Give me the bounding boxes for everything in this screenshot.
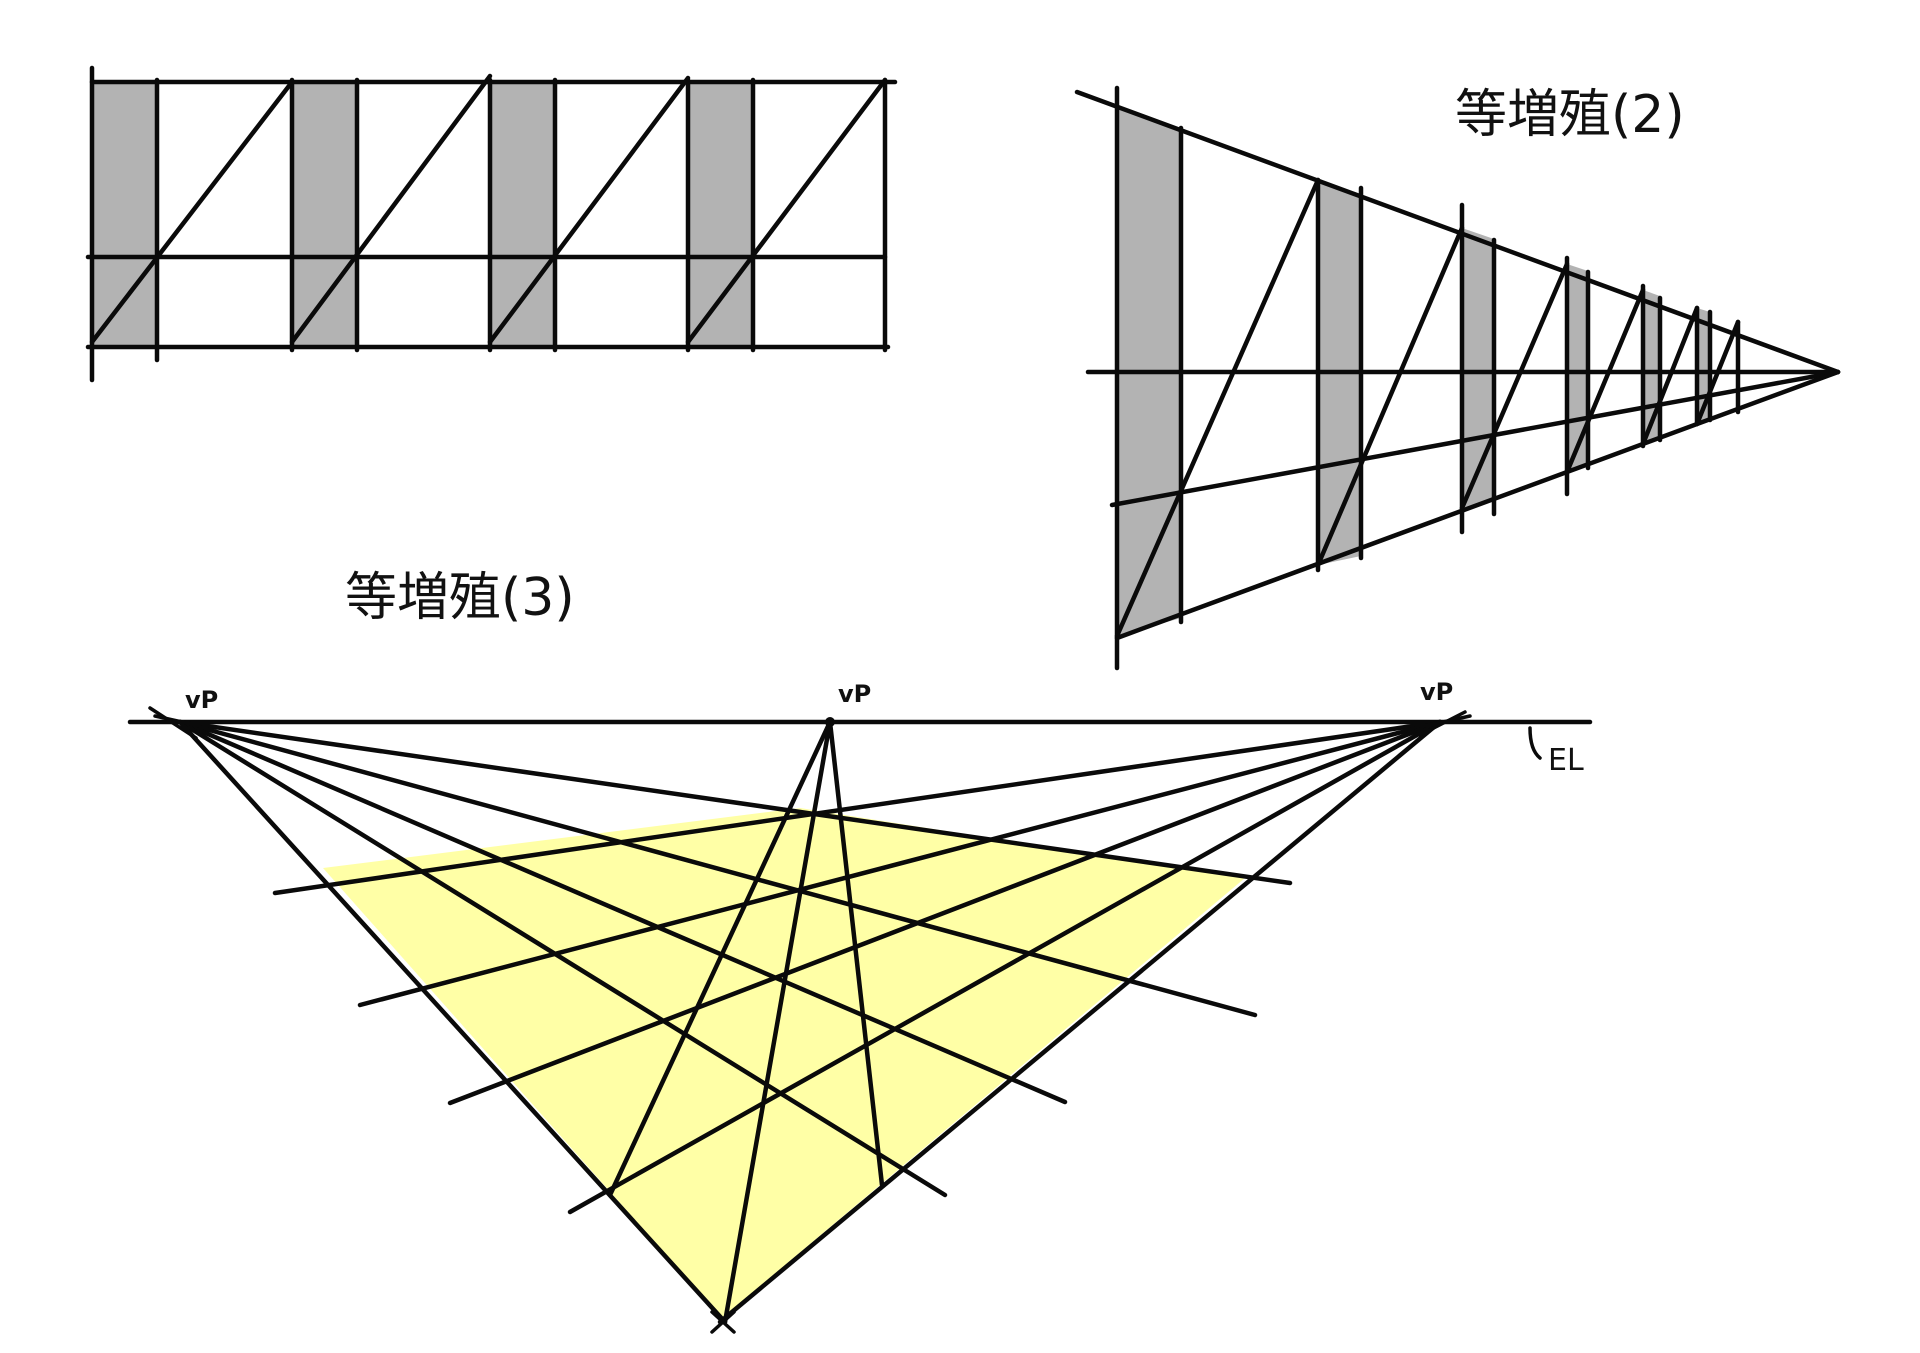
left-vp-ray-5 xyxy=(177,719,728,1325)
right-vp-ray-1 xyxy=(272,719,1443,896)
wall-diagonal-1 xyxy=(1114,177,1321,639)
bottom-cross-mark xyxy=(710,1310,736,1334)
left-vp-ray-2 xyxy=(177,719,1258,1018)
figure-3-title: 等増殖(3) xyxy=(345,568,575,628)
eye-level-label: EL xyxy=(1548,743,1584,778)
shade-column-3 xyxy=(490,82,555,347)
figure-3-floor-grid: 等増殖(3) xyxy=(127,568,1593,1334)
wall-diagonal-5 xyxy=(1640,305,1700,447)
vp-label-center: vP xyxy=(838,680,871,708)
wall-bottom-edge xyxy=(1114,369,1841,641)
left-vp-ray-4 xyxy=(177,719,948,1198)
center-vp-ray-3 xyxy=(827,719,885,1188)
shade-column-4 xyxy=(688,82,753,347)
vp-label-right: vP xyxy=(1420,678,1453,706)
right-vp-ray-4 xyxy=(567,719,1443,1215)
shade-column-2 xyxy=(292,82,357,347)
center-vp-ray-1 xyxy=(607,719,833,1198)
flat-diagonal-2 xyxy=(289,73,493,345)
right-vp-ray-3 xyxy=(447,719,1443,1106)
left-vp-mark xyxy=(148,706,202,740)
flat-diagonal-4 xyxy=(685,77,888,345)
figure-1-flat-grid xyxy=(85,65,898,383)
wall-diagonal-4 xyxy=(1564,287,1646,475)
left-vp-ray-1 xyxy=(177,719,1293,886)
left-vp-ray-3 xyxy=(177,719,1068,1105)
wall-shade-4 xyxy=(1567,264,1588,472)
center-vp-ray-2 xyxy=(722,719,833,1325)
floor-fill xyxy=(323,808,1245,1318)
flat-diagonal-1 xyxy=(89,79,295,345)
wall-diagonal-6 xyxy=(1694,319,1741,427)
figure-2-perspective-wall: 等増殖(2) xyxy=(1074,85,1841,671)
right-vp-mark xyxy=(1418,710,1472,737)
vp-label-left: vP xyxy=(185,686,218,714)
eye-level-bracket xyxy=(1528,726,1542,760)
wall-middle-line xyxy=(1109,369,1841,508)
wall-diagonal-2 xyxy=(1315,225,1465,568)
shade-column-1 xyxy=(92,82,157,347)
figure-2-title: 等増殖(2) xyxy=(1455,85,1685,145)
flat-diagonal-3 xyxy=(487,75,691,345)
right-vp-ray-2 xyxy=(357,719,1443,1008)
right-vp-ray-5 xyxy=(717,719,1443,1325)
center-vp-dot xyxy=(825,717,835,727)
wall-diagonal-3 xyxy=(1459,261,1570,511)
